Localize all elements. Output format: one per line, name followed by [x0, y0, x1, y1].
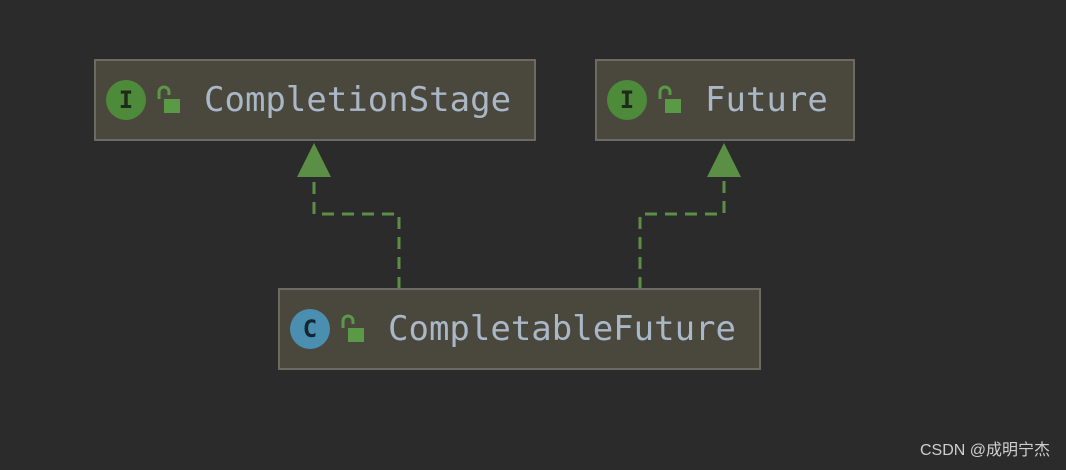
interface-badge-icon: I [106, 80, 146, 120]
arrowhead-completionstage [297, 143, 331, 177]
class-badge-icon: C [290, 309, 330, 349]
node-completable-future[interactable]: C CompletableFuture [278, 288, 761, 370]
node-label: CompletableFuture [388, 309, 736, 349]
watermark: CSDN @成明宁杰 [919, 442, 1050, 459]
node-label: CompletionStage [204, 80, 512, 120]
node-completion-stage[interactable]: I CompletionStage [94, 59, 536, 141]
edge-completablefuture-to-completionstage [312, 176, 401, 289]
unlocked-padlock-icon [658, 85, 681, 113]
node-future[interactable]: I Future [595, 59, 855, 141]
unlocked-padlock-icon [341, 314, 364, 342]
edge-completablefuture-to-future [638, 176, 726, 289]
arrowhead-future [707, 143, 741, 177]
unlocked-padlock-icon [157, 85, 180, 113]
node-label: Future [705, 80, 828, 120]
interface-badge-icon: I [607, 80, 647, 120]
